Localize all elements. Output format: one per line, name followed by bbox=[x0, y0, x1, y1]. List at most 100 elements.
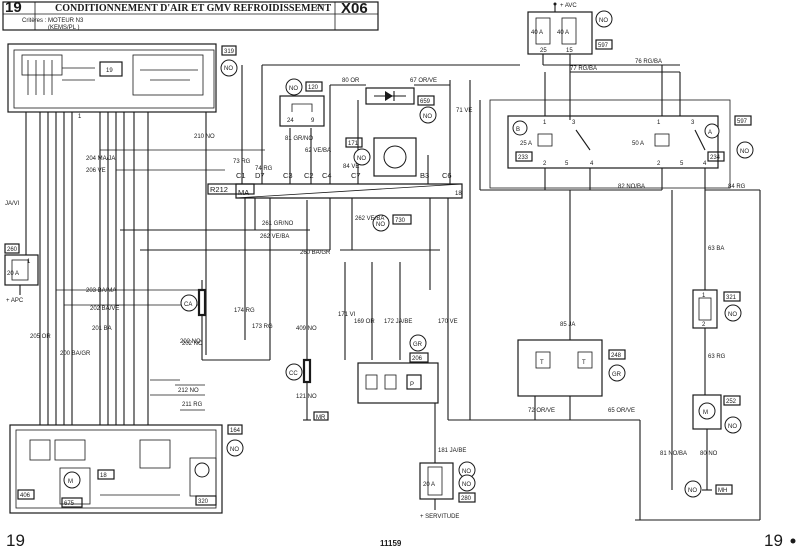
wire-80b: 80 NO bbox=[700, 451, 718, 457]
svg-text:1: 1 bbox=[543, 120, 547, 126]
svg-text:NO: NO bbox=[230, 447, 239, 453]
wire-174: 174 RG bbox=[234, 308, 255, 314]
component-164: 164 NO M 18 406 675 320 bbox=[9, 424, 244, 514]
wire-211: 211 RG bbox=[182, 402, 203, 408]
wire-210: 210 NO bbox=[194, 134, 215, 140]
svg-text:C2: C2 bbox=[304, 171, 314, 180]
wire-172: 172 JA/BE bbox=[384, 319, 412, 325]
component-r212: R212 MA 18 C1 D7 C3 C2 C4 C7 B3 C6 73 RG… bbox=[207, 65, 463, 199]
component-260: 260 20 A 1 + APC bbox=[4, 243, 39, 304]
svg-text:597: 597 bbox=[737, 119, 748, 125]
svg-text:659: 659 bbox=[420, 99, 431, 105]
svg-text:597: 597 bbox=[598, 43, 609, 49]
svg-text:B3: B3 bbox=[420, 171, 429, 180]
svg-text:C3: C3 bbox=[283, 171, 293, 180]
component-319: 19 319 NO bbox=[7, 43, 238, 113]
svg-text:1: 1 bbox=[78, 114, 82, 120]
component-659: 659 NO 80 OR 67 OR/VE 71 VE bbox=[262, 64, 520, 124]
wire-71: 71 VE bbox=[456, 108, 472, 114]
svg-text:C4: C4 bbox=[322, 171, 332, 180]
component-730: NO 730 262 VE/BA bbox=[340, 198, 440, 251]
footer-left-ref: 19 bbox=[6, 531, 25, 550]
svg-text:5: 5 bbox=[680, 161, 684, 167]
wire-82: 82 NO/BA bbox=[618, 184, 645, 190]
wire-84a: 84 VE bbox=[343, 164, 359, 170]
svg-text:NO: NO bbox=[357, 156, 366, 162]
svg-text:1: 1 bbox=[27, 259, 31, 265]
svg-text:171: 171 bbox=[348, 141, 359, 147]
criteria-2: (KEMS/PL ) bbox=[48, 25, 79, 31]
wire-262b: 262 VE/BA bbox=[355, 216, 384, 222]
svg-text:GR: GR bbox=[612, 372, 622, 378]
svg-text:3: 3 bbox=[572, 120, 576, 126]
svg-text:1: 1 bbox=[702, 293, 706, 299]
label-servitude: + SERVITUDE bbox=[420, 514, 459, 520]
badge-no-319 bbox=[220, 59, 238, 77]
svg-text:20 A: 20 A bbox=[7, 271, 19, 277]
wire-85: 85 JA bbox=[560, 322, 575, 328]
component-280: 181 JA/BE 20 A NO NO 280 + SERVITUDE bbox=[419, 403, 476, 520]
svg-text:NO: NO bbox=[224, 66, 233, 72]
svg-text:18: 18 bbox=[100, 473, 107, 479]
wires-left-bundle: 1 204 MA/JA 206 VE 210 NO JA/VI 203 BA/M… bbox=[5, 112, 265, 425]
svg-text:D7: D7 bbox=[255, 171, 265, 180]
wire-203: 203 BA/MA bbox=[86, 288, 116, 294]
svg-text:120: 120 bbox=[308, 85, 319, 91]
svg-text:NO: NO bbox=[462, 482, 471, 488]
svg-text:206: 206 bbox=[412, 356, 423, 362]
svg-text:730: 730 bbox=[395, 218, 406, 224]
wire-81b: 81 NO/BA bbox=[660, 451, 687, 457]
svg-text:C1: C1 bbox=[236, 171, 246, 180]
svg-text:M: M bbox=[68, 479, 73, 485]
svg-text:40 A: 40 A bbox=[531, 30, 543, 36]
wire-170: 170 VE bbox=[438, 319, 458, 325]
wire-202: 202 BA/VE bbox=[90, 306, 119, 312]
wire-262a: 262 VE/BA bbox=[260, 234, 289, 240]
svg-text:202 NO: 202 NO bbox=[180, 339, 201, 345]
header-block: 19 CONDITIONNEMENT D'AIR ET GMV REFROIDI… bbox=[2, 0, 379, 31]
svg-text:NO: NO bbox=[376, 222, 385, 228]
wire-65: 65 OR/VE bbox=[608, 408, 635, 414]
svg-text:252: 252 bbox=[726, 399, 737, 405]
wire-171: 171 VI bbox=[338, 312, 356, 318]
svg-text:233: 233 bbox=[518, 155, 529, 161]
svg-text:NO: NO bbox=[740, 149, 749, 155]
footer: 19 11159 19 bbox=[6, 531, 796, 550]
svg-text:R212: R212 bbox=[210, 185, 228, 194]
svg-text:15: 15 bbox=[566, 48, 573, 54]
component-319-label: 319 bbox=[224, 49, 235, 55]
footer-right-ref: 19 bbox=[764, 531, 783, 550]
svg-text:4: 4 bbox=[703, 161, 707, 167]
page-number: 97 bbox=[316, 5, 323, 11]
wire-73: 73 RG bbox=[233, 159, 251, 165]
svg-text:321: 321 bbox=[726, 295, 737, 301]
wire-javi: JA/VI bbox=[5, 201, 20, 207]
component-248: T T 248 GR 85 JA 72 OR/VE 65 OR/VE bbox=[470, 190, 641, 520]
svg-text:B: B bbox=[516, 127, 520, 133]
svg-text:CA: CA bbox=[184, 302, 192, 308]
svg-text:T: T bbox=[582, 360, 586, 366]
svg-text:40 A: 40 A bbox=[557, 30, 569, 36]
svg-text:T: T bbox=[540, 360, 544, 366]
svg-text:MA: MA bbox=[238, 188, 249, 197]
svg-text:1: 1 bbox=[657, 120, 661, 126]
svg-text:NO: NO bbox=[728, 424, 737, 430]
wire-74: 74 RG bbox=[255, 166, 273, 172]
svg-text:2: 2 bbox=[657, 161, 661, 167]
svg-text:3: 3 bbox=[691, 120, 695, 126]
component-252: M 252 NO NO MH 81 NO/BA 80 NO bbox=[660, 190, 742, 498]
component-321: 63 BA 1 2 321 NO 63 RG bbox=[692, 190, 742, 395]
component-19-label: 19 bbox=[106, 68, 113, 74]
wire-260: 260 BA/GR bbox=[300, 250, 331, 256]
label-apc: + APC bbox=[6, 298, 24, 304]
component-120: NO 120 24 9 bbox=[279, 78, 325, 127]
svg-text:234: 234 bbox=[710, 155, 721, 161]
component-mr: MR bbox=[316, 415, 326, 421]
wire-121: 121 NO bbox=[296, 394, 317, 400]
wire-201: 201 BA bbox=[92, 326, 112, 332]
diagram-code: X06 bbox=[341, 0, 368, 17]
svg-text:260: 260 bbox=[7, 247, 18, 253]
svg-text:NO: NO bbox=[423, 114, 432, 120]
wire-205: 205 OR bbox=[30, 334, 51, 340]
